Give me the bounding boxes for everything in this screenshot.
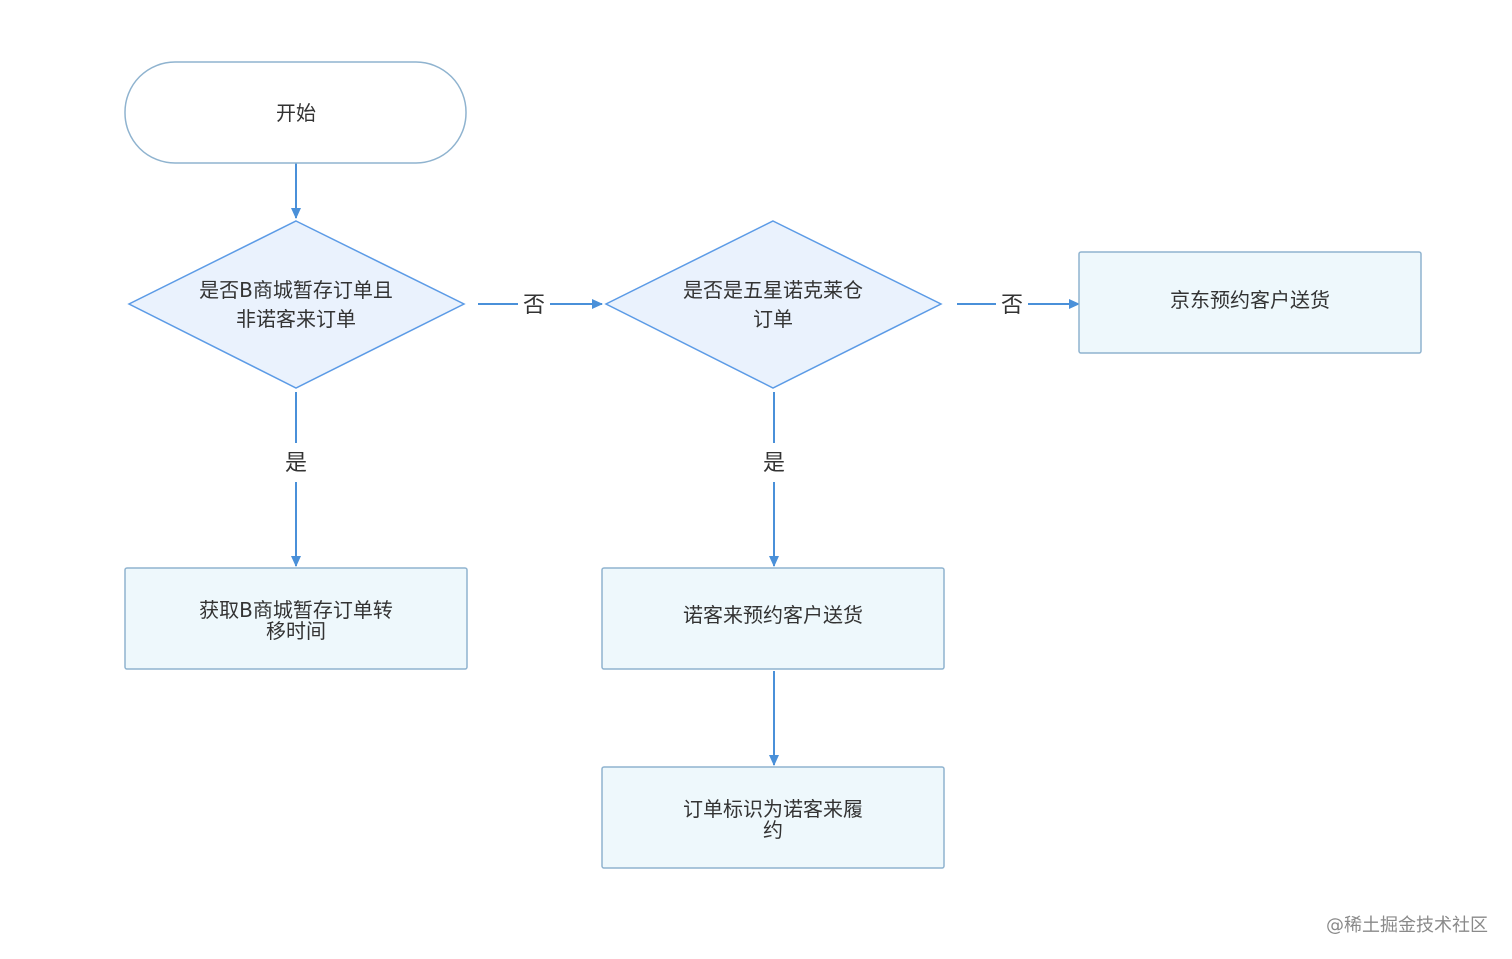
edge-labels: 否 是 否 是 [285, 293, 1023, 476]
decision1-label-line2: 非诺客来订单 [236, 307, 356, 331]
decision2-label-line2: 订单 [753, 307, 793, 331]
process-nuokelai-delivery: 诺客来预约客户送货 [601, 567, 945, 670]
get-time-label-line1: 获取B商城暂存订单转 [199, 598, 393, 622]
decision2-diamond-shape [604, 220, 943, 389]
edge-label-decision2-no: 否 [1001, 293, 1023, 318]
mark-order-label-line1: 订单标识为诺客来履 [683, 797, 863, 821]
process-jd-delivery: 京东预约客户送货 [1078, 251, 1422, 354]
get-time-label-line2: 移时间 [266, 619, 326, 643]
decision2-label-line1: 是否是五星诺克莱仓 [683, 278, 863, 302]
nuokelai-delivery-label: 诺客来预约客户送货 [683, 603, 863, 627]
edge-label-decision1-yes: 是 [285, 451, 307, 476]
mark-order-label-line2: 约 [763, 818, 783, 842]
decision-five-star-warehouse: 是否是五星诺克莱仓 订单 [604, 220, 943, 389]
process-mark-order: 订单标识为诺客来履 约 [601, 766, 945, 869]
jd-delivery-label: 京东预约客户送货 [1170, 288, 1330, 312]
process-get-transfer-time: 获取B商城暂存订单转 移时间 [124, 567, 468, 670]
get-time-box [124, 567, 468, 670]
edge-label-decision1-no: 否 [523, 293, 545, 318]
start-terminator-shape [124, 61, 467, 164]
mark-order-box [601, 766, 945, 869]
edge-label-decision2-yes: 是 [763, 451, 785, 476]
nuokelai-delivery-box [601, 567, 945, 670]
decision1-diamond-shape [127, 220, 466, 389]
start-label: 开始 [276, 101, 316, 125]
decision1-label-line1: 是否B商城暂存订单且 [199, 278, 393, 302]
jd-delivery-box [1078, 251, 1422, 354]
edges [291, 163, 1080, 766]
start-node: 开始 [124, 61, 467, 164]
decision-b-mall-order: 是否B商城暂存订单且 非诺客来订单 [127, 220, 466, 389]
watermark: @稀土掘金技术社区 [1326, 915, 1488, 936]
